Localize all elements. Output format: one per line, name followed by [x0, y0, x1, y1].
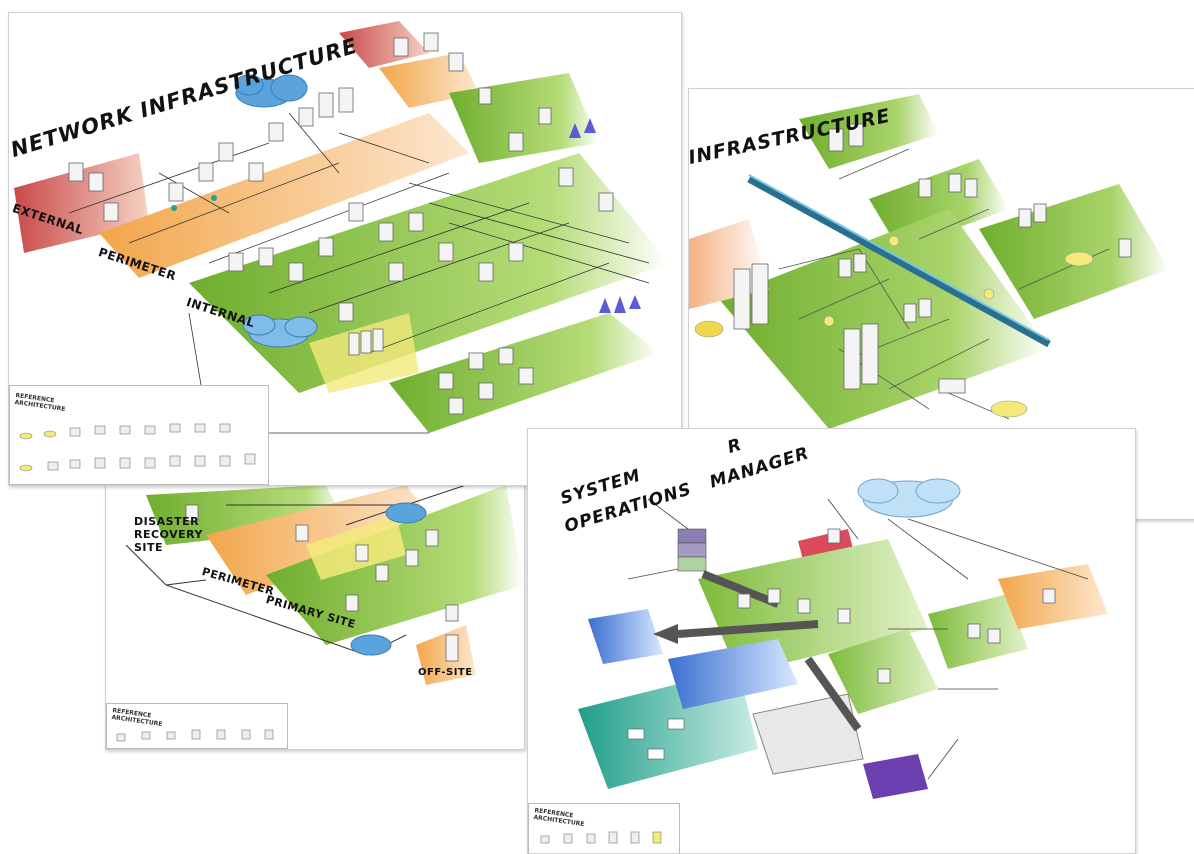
reference-legend-ops: REFERENCE ARCHITECTURE	[528, 803, 680, 853]
disaster-recovery-diagram	[125, 485, 524, 685]
internal-cloud	[242, 314, 318, 348]
panel-green	[719, 209, 1049, 429]
operations-manager-diagram	[578, 478, 1108, 799]
server-icons	[68, 32, 614, 415]
zone-off-site-label: OFF-SITE	[418, 667, 473, 678]
operations-manager-sheet: SYSTEM R OPERATIONS MANAGER REFERENCE AR…	[527, 428, 1136, 854]
legend-icons	[19, 423, 256, 472]
zone-disaster-recovery-label: DISASTER RECOVERY SITE	[134, 515, 203, 554]
zone-perimeter-band	[99, 113, 469, 278]
user-icons	[569, 118, 641, 313]
cloud-region	[857, 478, 961, 518]
backbone-bus	[747, 175, 1051, 348]
disaster-recovery-sheet: DISASTER RECOVERY SITE PERIMETER PRIMARY…	[105, 484, 525, 750]
purple-zone	[863, 754, 928, 799]
green-zone	[698, 539, 928, 674]
reference-legend-dr: REFERENCE ARCHITECTURE	[106, 703, 288, 749]
internet-cloud	[234, 74, 308, 108]
reference-legend: REFERENCE ARCHITECTURE	[9, 385, 269, 485]
network-infrastructure-diagram	[14, 21, 669, 474]
network-infrastructure-sheet: NETWORK INFRASTRUCTURE EXTERNAL PERIMETE…	[8, 12, 682, 486]
infrastructure-diagram	[689, 94, 1169, 429]
